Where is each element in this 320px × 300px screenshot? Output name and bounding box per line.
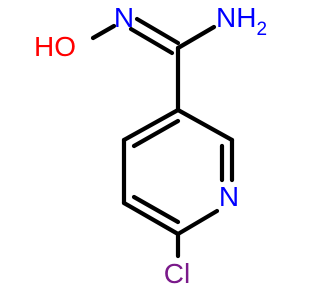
bond-ring-c3-c2	[175, 107, 235, 143]
bond-ring-c4-c3-inner	[131, 118, 181, 149]
atom-label-amine: NH2	[216, 2, 267, 40]
chemical-structure-diagram: N HO NH2 N Cl	[34, 2, 267, 289]
bond-ring-c6-c5-inner	[131, 194, 181, 225]
bond-n-c-double-outer	[134, 16, 181, 46]
bond-ring-c6-c5-outer	[121, 200, 181, 237]
bond-c-nh2	[175, 24, 217, 51]
structure-canvas: N HO NH2 N Cl	[34, 2, 267, 289]
atom-label-chlorine: Cl	[164, 258, 190, 289]
atom-labels: N HO NH2 N Cl	[34, 2, 267, 289]
amine-subscript: 2	[256, 19, 267, 40]
bond-o-n	[90, 23, 117, 41]
amine-text: NH	[216, 2, 256, 33]
bond-ring-n-c6	[175, 208, 220, 237]
atom-label-imine-nitrogen: N	[114, 2, 134, 33]
atom-label-ring-nitrogen: N	[219, 181, 239, 212]
bonds	[90, 16, 235, 259]
atom-label-hydroxyl: HO	[34, 31, 76, 62]
bond-ring-c4-c3-outer	[121, 107, 181, 143]
bond-n-c-double-inner	[128, 26, 175, 56]
